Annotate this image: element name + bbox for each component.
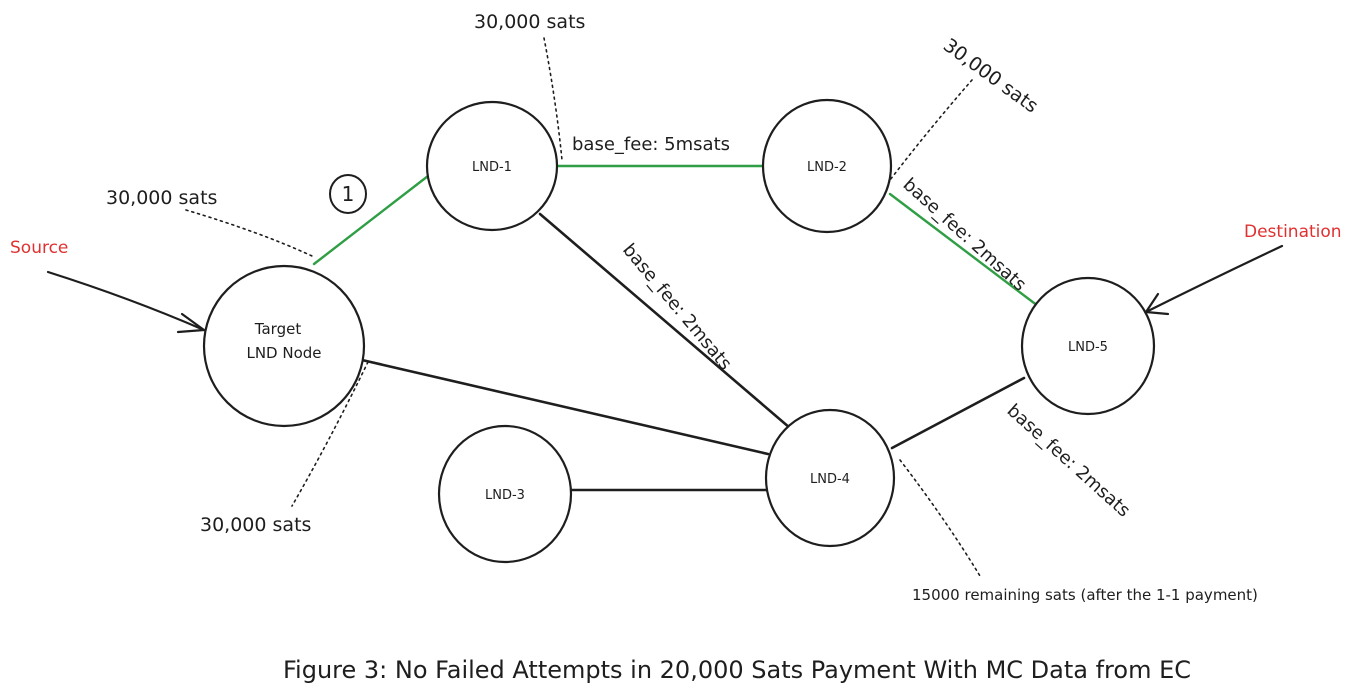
edge-target-lnd4 [360, 358, 770, 456]
destination-arrow [1144, 244, 1284, 316]
node-lnd1-label: LND-1 [472, 160, 512, 175]
node-lnd2-label: LND-2 [807, 160, 847, 175]
node-lnd5[interactable]: LND-5 [1020, 276, 1156, 416]
figure-caption: Figure 3: No Failed Attempts in 20,000 S… [283, 656, 1191, 684]
node-lnd3-label: LND-3 [485, 488, 525, 503]
node-lnd5-label: LND-5 [1068, 340, 1108, 355]
fee-lnd2-lnd5: base_fee: 2msats [899, 174, 1030, 295]
source-label: Source [10, 238, 68, 258]
leader-target-top [185, 209, 313, 257]
fee-lnd1-lnd4: base_fee: 2msats [618, 240, 736, 375]
edge-lnd1-lnd4 [538, 212, 792, 430]
step-marker: 1 [329, 174, 367, 214]
fee-lnd1-lnd2: base_fee: 5msats [572, 134, 730, 155]
edge-lnd2-lnd5 [888, 192, 1040, 308]
node-lnd3[interactable]: LND-3 [437, 424, 573, 564]
edge-target-lnd1 [312, 174, 430, 266]
fee-lnd4-lnd5: base_fee: 2msats [1003, 400, 1134, 521]
destination-label: Destination [1244, 222, 1342, 242]
amount-target-bottom: 30,000 sats [200, 514, 311, 536]
amount-lnd2-top: 30,000 sats [939, 34, 1042, 117]
leader-lnd2-top [889, 79, 973, 181]
leader-lnd1-top [543, 37, 563, 161]
step-marker-label: 1 [342, 182, 355, 206]
node-lnd4[interactable]: LND-4 [764, 408, 896, 548]
node-target[interactable]: Target LND Node [202, 264, 366, 428]
leader-lnd4-bottom [899, 459, 981, 577]
node-target-label-line1: Target [254, 320, 302, 338]
source-arrow [46, 270, 206, 334]
amount-target-top: 30,000 sats [106, 187, 217, 209]
amount-lnd1-top: 30,000 sats [474, 11, 585, 33]
node-lnd4-label: LND-4 [810, 472, 850, 487]
node-lnd1[interactable]: LND-1 [425, 100, 559, 232]
node-target-label-line2: LND Node [246, 344, 321, 362]
leader-target-bottom [291, 361, 369, 507]
edge-lnd4-lnd5 [890, 376, 1026, 450]
amount-lnd4-remaining: 15000 remaining sats (after the 1-1 paym… [912, 586, 1258, 604]
node-lnd2[interactable]: LND-2 [761, 98, 893, 234]
